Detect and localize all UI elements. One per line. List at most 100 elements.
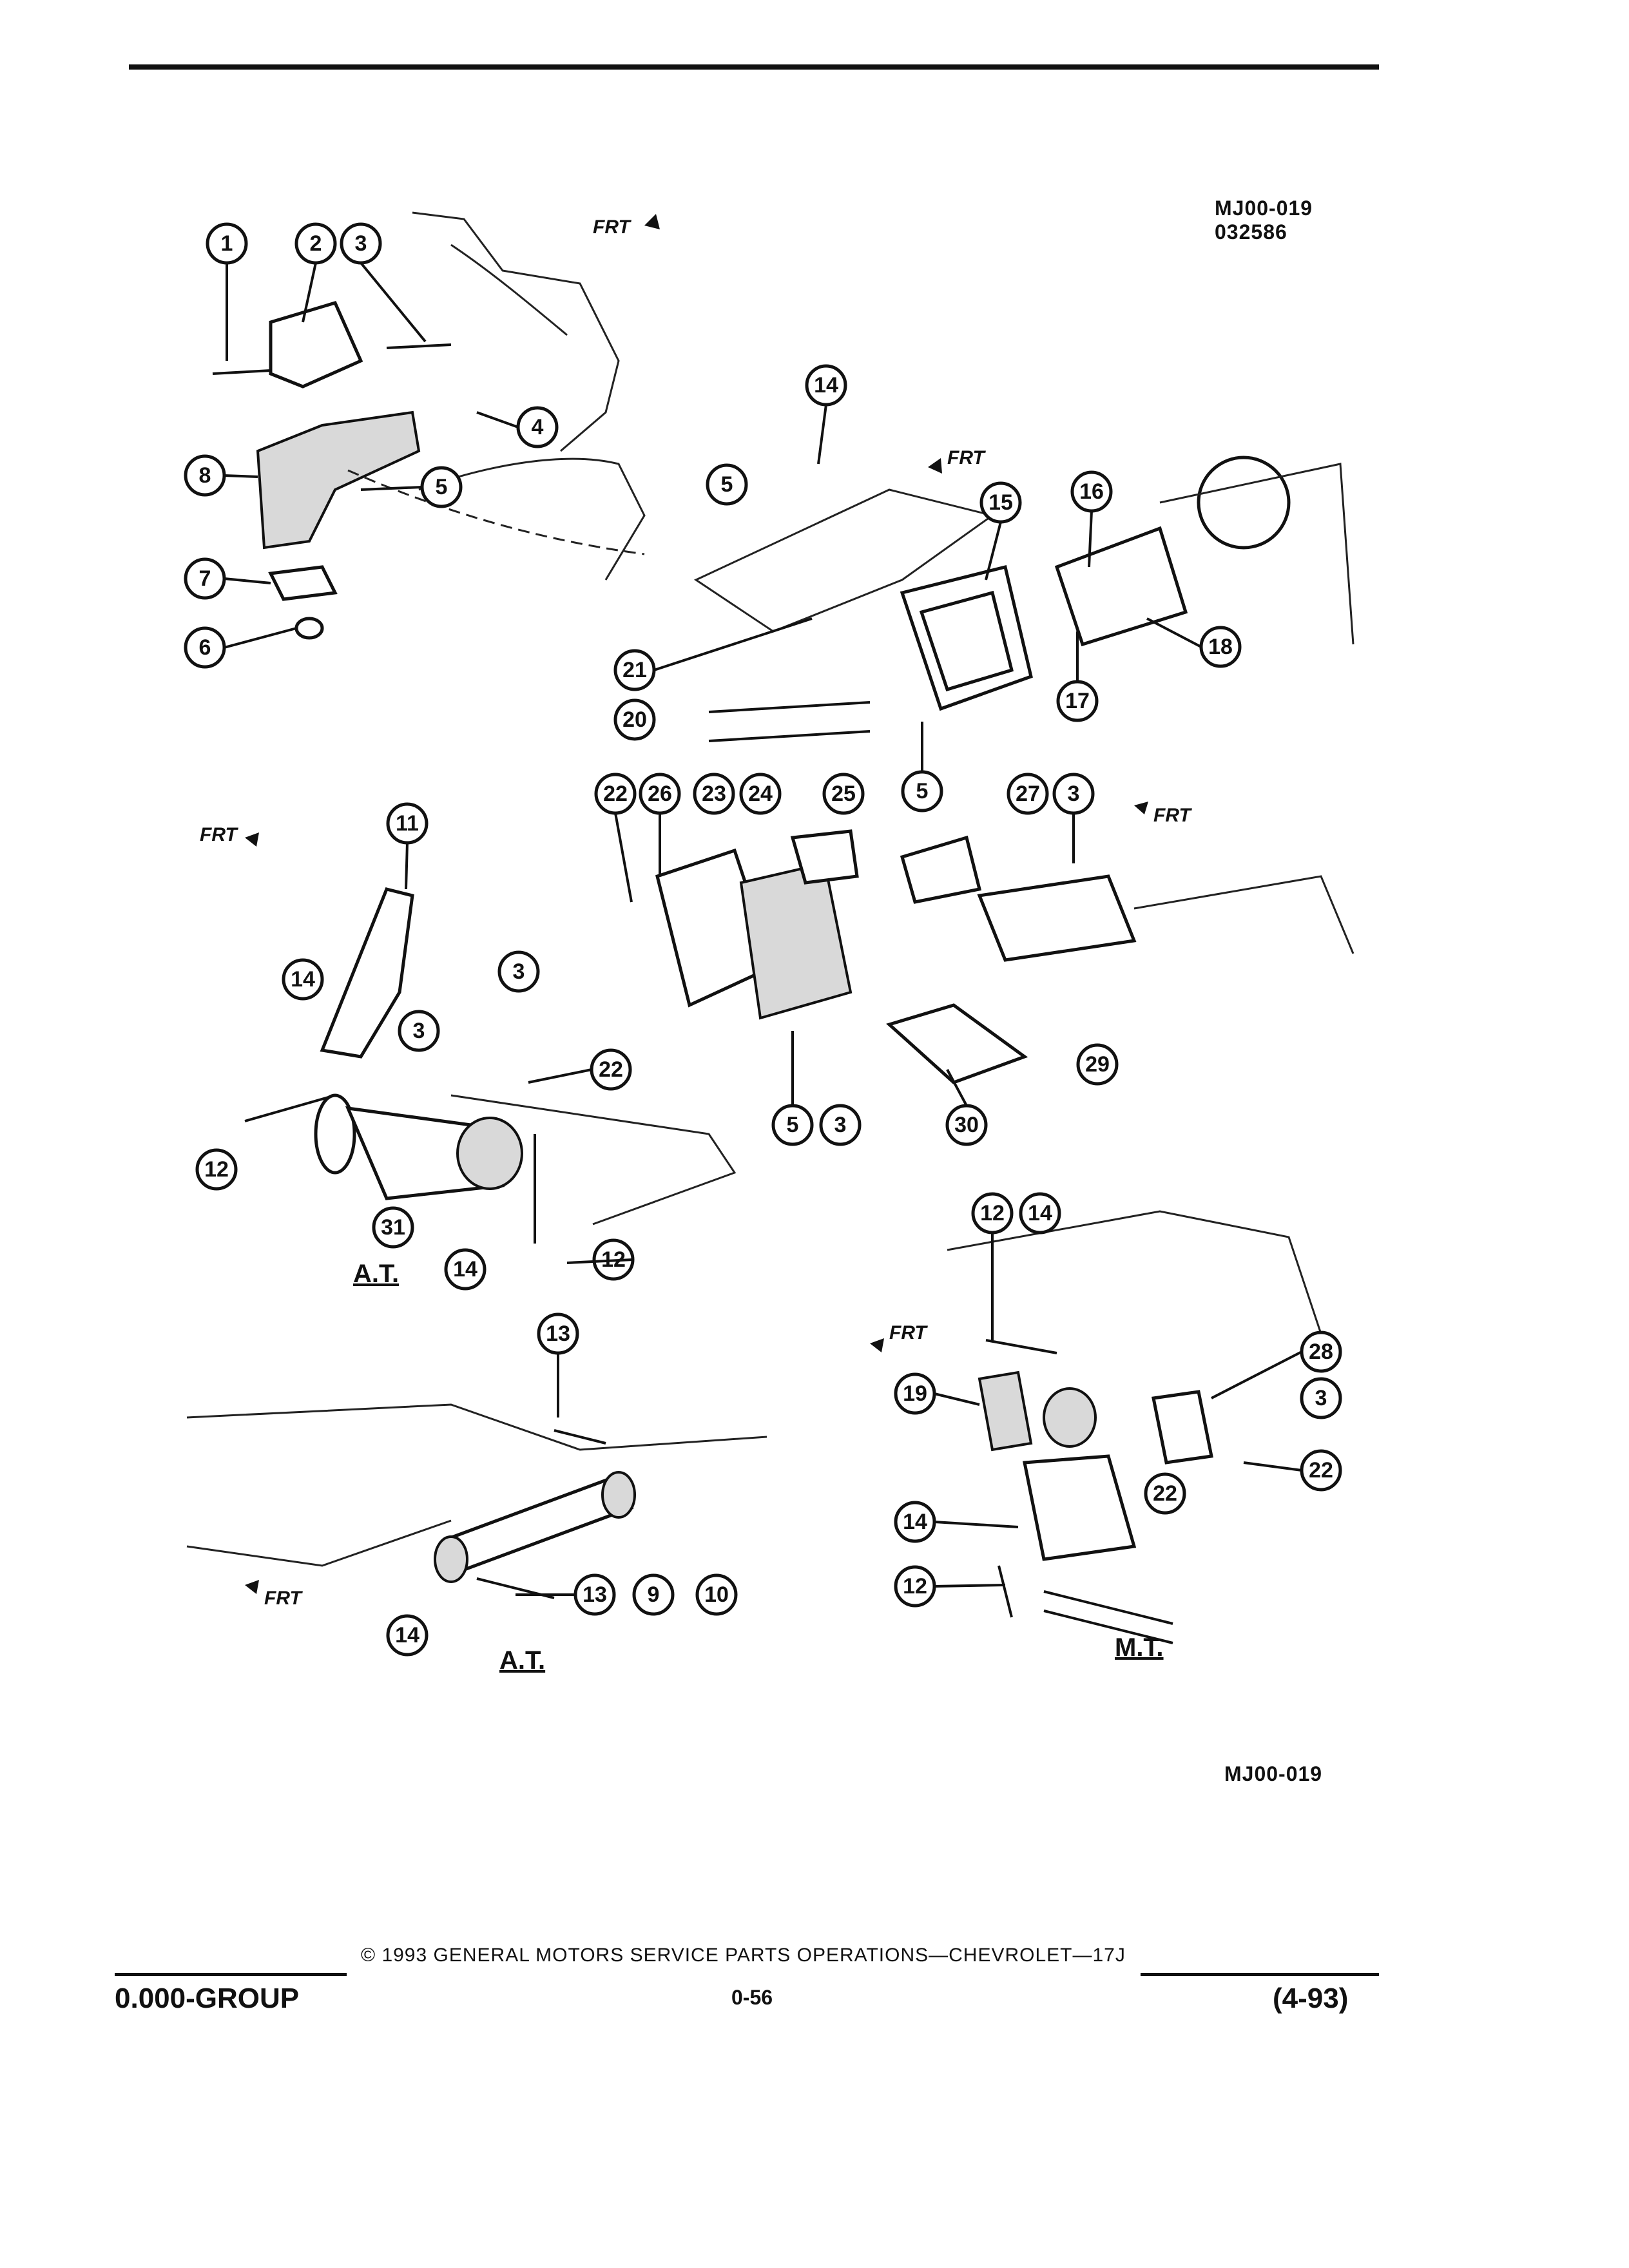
callout-2: 2 — [294, 222, 337, 265]
callout-3: 3 — [497, 950, 540, 993]
svg-text:3: 3 — [355, 231, 367, 256]
callout-25: 25 — [822, 773, 865, 815]
svg-text:3: 3 — [413, 1019, 425, 1043]
frt-label-6: FRT — [264, 1588, 303, 1609]
svg-text:7: 7 — [199, 566, 211, 591]
callout-3: 3 — [1300, 1377, 1342, 1419]
svg-text:1: 1 — [221, 231, 233, 256]
svg-text:12: 12 — [903, 1574, 927, 1599]
svg-text:28: 28 — [1309, 1340, 1333, 1364]
callout-4: 4 — [516, 406, 559, 448]
svg-text:8: 8 — [199, 463, 211, 488]
callout-5: 5 — [771, 1104, 814, 1146]
callout-12: 12 — [971, 1192, 1014, 1235]
frt-label-4: FRT — [1153, 805, 1192, 826]
callout-3: 3 — [819, 1104, 862, 1146]
svg-text:14: 14 — [291, 967, 315, 992]
callout-10: 10 — [695, 1573, 738, 1616]
diagram-id-bottom: MJ00-019 — [1224, 1762, 1323, 1785]
callout-23: 23 — [693, 773, 735, 815]
transmission-mount-assembly — [655, 829, 1354, 1084]
svg-text:5: 5 — [721, 472, 733, 497]
frt-label-3: FRT — [200, 824, 238, 845]
svg-text:5: 5 — [787, 1113, 799, 1137]
callout-21: 21 — [613, 649, 656, 691]
svg-text:31: 31 — [381, 1215, 405, 1240]
svg-text:9: 9 — [648, 1582, 660, 1607]
leader-lines — [224, 262, 1302, 1596]
callout-15: 15 — [979, 481, 1022, 524]
callout-20: 20 — [613, 698, 656, 741]
callout-14: 14 — [444, 1248, 487, 1291]
svg-text:26: 26 — [648, 782, 672, 806]
frt-label-2: FRT — [947, 447, 986, 468]
footer-rule-right — [1141, 1973, 1379, 1976]
callout-16: 16 — [1070, 470, 1113, 513]
svg-text:13: 13 — [546, 1321, 570, 1346]
footer-page-number: 0-56 — [731, 1986, 773, 2009]
frt-arrow-icon — [245, 832, 259, 847]
svg-text:18: 18 — [1208, 635, 1233, 659]
callout-12: 12 — [195, 1148, 238, 1191]
callout-18: 18 — [1199, 626, 1242, 668]
callout-30: 30 — [945, 1104, 988, 1146]
svg-text:19: 19 — [903, 1381, 927, 1406]
svg-text:5: 5 — [436, 475, 448, 499]
header-rule — [129, 64, 1379, 70]
callout-8: 8 — [184, 454, 226, 497]
callout-22: 22 — [594, 773, 637, 815]
callout-29: 29 — [1076, 1043, 1119, 1086]
svg-text:14: 14 — [395, 1623, 419, 1648]
callout-13: 13 — [574, 1573, 616, 1616]
callout-19: 19 — [894, 1372, 936, 1415]
svg-text:14: 14 — [453, 1257, 477, 1282]
diagram-id-top: MJ00-019 — [1215, 197, 1313, 220]
callout-22: 22 — [1144, 1472, 1186, 1515]
svg-text:22: 22 — [1153, 1481, 1177, 1506]
footer-group: 0.000-GROUP — [115, 1983, 300, 2014]
svg-text:6: 6 — [199, 635, 211, 660]
callout-14: 14 — [282, 958, 324, 1001]
section-label-at-left: A.T. — [353, 1260, 400, 1288]
footer-date: (4-93) — [1273, 1983, 1349, 2014]
frt-arrow-icon — [245, 1580, 259, 1594]
svg-text:2: 2 — [310, 231, 322, 256]
svg-text:3: 3 — [513, 959, 525, 984]
diagram-code-top: 032586 — [1215, 220, 1287, 244]
svg-text:13: 13 — [583, 1582, 607, 1607]
frt-label-1: FRT — [593, 216, 631, 238]
callout-14: 14 — [1019, 1192, 1061, 1235]
svg-text:25: 25 — [831, 782, 856, 806]
svg-text:27: 27 — [1016, 782, 1040, 806]
svg-text:29: 29 — [1085, 1052, 1110, 1077]
svg-text:14: 14 — [903, 1510, 927, 1534]
rear-mount-assembly — [693, 456, 1354, 742]
svg-text:30: 30 — [954, 1113, 979, 1137]
footer-copyright: © 1993 GENERAL MOTORS SERVICE PARTS OPER… — [361, 1945, 1126, 1966]
svg-text:3: 3 — [834, 1113, 847, 1137]
svg-text:23: 23 — [702, 782, 726, 806]
callout-7: 7 — [184, 557, 226, 600]
svg-text:15: 15 — [988, 490, 1013, 515]
callout-5: 5 — [706, 463, 748, 506]
frt-label-5: FRT — [889, 1322, 928, 1343]
callout-11: 11 — [386, 802, 429, 845]
svg-text:17: 17 — [1065, 689, 1090, 713]
svg-text:22: 22 — [603, 782, 628, 806]
callout-3: 3 — [1052, 773, 1095, 815]
at-left-bracket-assembly — [244, 887, 737, 1244]
svg-text:4: 4 — [532, 415, 544, 439]
callout-26: 26 — [639, 773, 681, 815]
svg-text:5: 5 — [916, 779, 929, 803]
svg-text:14: 14 — [814, 373, 838, 398]
callout-27: 27 — [1007, 773, 1049, 815]
frt-arrow-icon — [928, 458, 942, 474]
callout-24: 24 — [739, 773, 782, 815]
callout-22: 22 — [1300, 1449, 1342, 1492]
svg-text:12: 12 — [980, 1201, 1005, 1225]
callout-31: 31 — [372, 1206, 414, 1249]
svg-text:16: 16 — [1079, 479, 1104, 504]
callout-17: 17 — [1056, 680, 1099, 722]
svg-text:22: 22 — [599, 1057, 623, 1082]
